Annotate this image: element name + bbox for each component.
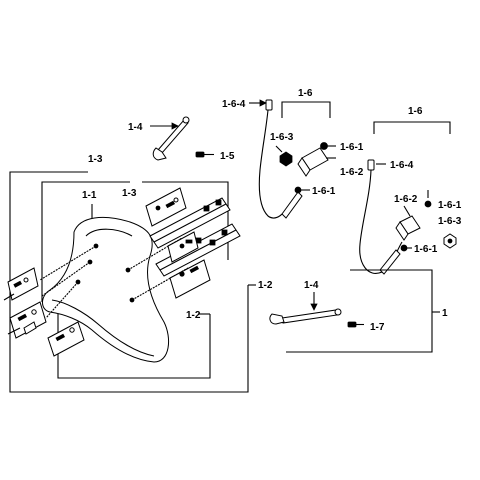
label-1-4-lower: 1-4 xyxy=(304,280,319,291)
right-rail-lower xyxy=(155,223,241,277)
left-bolt-set xyxy=(3,293,21,335)
right-rail-upper xyxy=(149,197,231,249)
right-end-fitting-1-6-4 xyxy=(367,159,386,171)
label-1-1: 1-1 xyxy=(82,190,97,201)
seat-inner-edge xyxy=(85,228,133,237)
label-1-5: 1-5 xyxy=(220,151,235,162)
arrow-rod-upper xyxy=(171,122,179,130)
label-1-4-upper: 1-4 xyxy=(128,122,143,133)
left-bracket-plate-bottom xyxy=(47,321,85,357)
rod-lower-1-4 xyxy=(269,308,342,325)
left-end-fitting-1-6-4 xyxy=(249,99,273,111)
group-frame-1-6-left xyxy=(281,101,331,118)
left-nut-1-6-3 xyxy=(275,145,293,167)
right-clamp-1-6-2 xyxy=(395,205,421,241)
group-frame-1 xyxy=(286,269,433,353)
left-bolt-top-1-6-1 xyxy=(320,142,336,150)
label-1-6-left: 1-6 xyxy=(298,88,313,99)
label-1-2-left: 1-2 xyxy=(186,310,201,321)
label-1-6-2-right: 1-6-2 xyxy=(394,194,418,205)
rod-upper-1-4 xyxy=(152,116,190,161)
label-1-6-4-right: 1-6-4 xyxy=(390,160,414,171)
group-frame-1-3-outer xyxy=(9,171,249,393)
right-plate-middle xyxy=(167,231,199,263)
right-bolt-top-1-6-1 xyxy=(424,190,432,208)
label-1-6-1-right-top: 1-6-1 xyxy=(438,200,462,211)
label-1-6-1-left-bottom: 1-6-1 xyxy=(312,186,336,197)
label-1-7: 1-7 xyxy=(370,322,385,333)
left-cable-sleeve xyxy=(281,191,303,219)
label-1: 1 xyxy=(442,308,448,319)
label-1-6-3-right: 1-6-3 xyxy=(438,216,462,227)
right-plate-top xyxy=(145,187,187,227)
seat-shell xyxy=(42,216,170,363)
left-bracket-plate-lower xyxy=(9,301,47,339)
label-1-6-1-right-bottom: 1-6-1 xyxy=(414,244,438,255)
left-cable xyxy=(258,109,293,219)
pin-1-7 xyxy=(347,321,364,328)
right-cable-sleeve xyxy=(379,249,401,275)
label-1-6-1-left-top: 1-6-1 xyxy=(340,142,364,153)
label-1-3-outer: 1-3 xyxy=(88,154,103,165)
right-bolt-bottom-1-6-1 xyxy=(400,244,412,252)
group-frame-1-6-right xyxy=(373,121,451,134)
label-1-6-3-left: 1-6-3 xyxy=(270,132,294,143)
label-1-6-2-left: 1-6-2 xyxy=(340,167,364,178)
left-bolt-bottom-1-6-1 xyxy=(294,186,310,194)
seat-lower-lip xyxy=(51,299,155,357)
pin-1-5 xyxy=(195,151,214,158)
label-1-6-right: 1-6 xyxy=(408,106,423,117)
arrow-rod-lower xyxy=(310,303,318,311)
label-1-3-inner: 1-3 xyxy=(122,188,137,199)
group-frame-1-3-inner xyxy=(41,181,130,302)
left-clamp-1-6-2 xyxy=(297,147,329,177)
label-1-6-4-left: 1-6-4 xyxy=(222,99,246,110)
left-bracket-plate-upper xyxy=(7,267,39,301)
label-1-2-right: 1-2 xyxy=(258,280,273,291)
right-plate-bottom xyxy=(169,259,211,299)
right-nut-1-6-3 xyxy=(443,233,457,249)
